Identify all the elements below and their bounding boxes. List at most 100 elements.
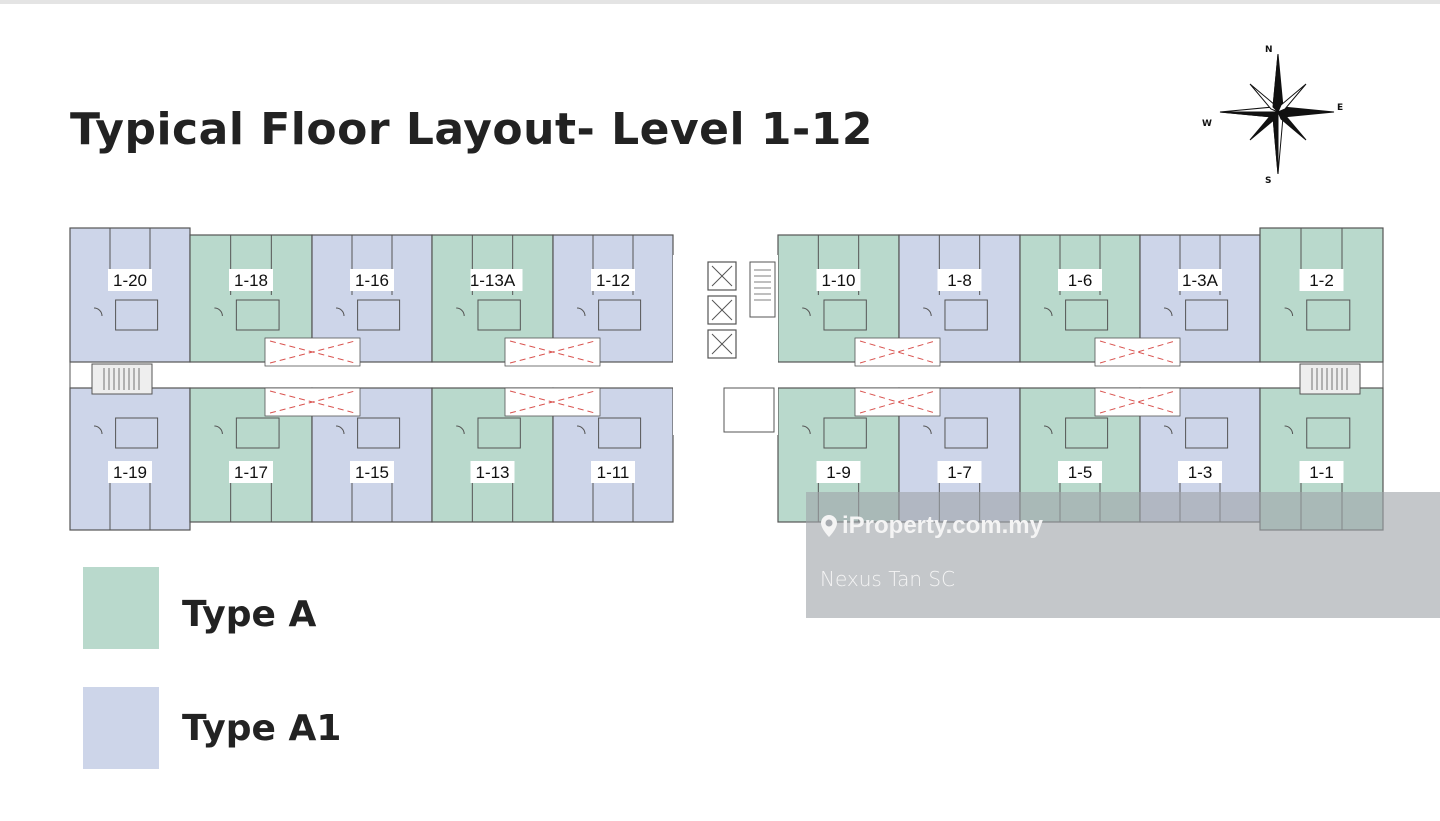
door-swing (802, 425, 811, 435)
unit-label: 1-20 (113, 271, 147, 290)
void-cross (269, 340, 356, 364)
unit-label: 1-18 (234, 271, 268, 290)
door-swing (1163, 425, 1173, 435)
void-cross (509, 390, 596, 414)
legend-swatch-type-a (83, 567, 159, 649)
unit-label: 1-11 (597, 463, 630, 482)
bathroom (1306, 417, 1351, 449)
unit-1-3A: 1-3A (1139, 234, 1261, 363)
bathroom (944, 299, 988, 331)
unit-label-bg (816, 461, 861, 483)
bathroom (598, 299, 642, 331)
void-cross (859, 340, 936, 364)
bathroom (235, 299, 280, 331)
unit-label-bg (350, 269, 394, 291)
door-swing (456, 307, 465, 317)
lift-cross (711, 333, 733, 355)
bathroom (235, 417, 280, 449)
unit-label: 1-17 (234, 463, 268, 482)
unit-1-2: 1-2 (1259, 227, 1384, 363)
legend-label-type-a1: Type A1 (182, 708, 342, 749)
door-swing (576, 307, 586, 317)
void-area (854, 387, 941, 417)
bathroom (357, 417, 401, 449)
door-swing (456, 425, 465, 435)
door-swing (214, 425, 223, 435)
door-swing (923, 307, 932, 317)
door-swing (1043, 425, 1053, 435)
void-cross (269, 390, 356, 414)
door-swing (93, 425, 103, 435)
unit-label-bg (108, 461, 152, 483)
bathroom (477, 417, 521, 449)
door-swing (1284, 425, 1294, 435)
void-cross (859, 390, 936, 414)
unit-area (1259, 227, 1384, 363)
compass-n: N (1265, 45, 1273, 55)
legend-swatch-type-a1 (83, 687, 159, 769)
watermark-brand-text: iProperty.com.my (842, 512, 1043, 539)
bathroom (115, 417, 159, 449)
core-staircase (749, 261, 776, 318)
void-cross (859, 390, 936, 414)
door-swing (923, 425, 932, 435)
void-cross (509, 340, 596, 364)
unit-label: 1-16 (355, 271, 389, 290)
void-area (1094, 387, 1181, 417)
lift-cross (711, 299, 733, 321)
void-cross (1099, 390, 1176, 414)
lift-core (673, 255, 778, 435)
bathroom (1185, 417, 1229, 449)
unit-label-bg (470, 269, 523, 291)
door-swing (1163, 307, 1173, 317)
unit-label-bg (350, 461, 394, 483)
unit-1-13A: 1-13A (431, 234, 554, 363)
unit-label-bg (937, 269, 982, 291)
compass-rose-icon: N S E W (1202, 45, 1343, 186)
bathroom (1065, 417, 1109, 449)
lift-cross (711, 265, 733, 287)
unit-label: 1-10 (821, 271, 855, 290)
unit-label: 1-8 (947, 271, 972, 290)
page-title: Typical Floor Layout- Level 1-12 (70, 104, 873, 155)
bathroom (823, 299, 867, 331)
unit-label: 1-2 (1309, 271, 1334, 290)
compass-e: E (1337, 103, 1343, 113)
unit-label: 1-3 (1188, 463, 1213, 482)
unit-label-bg (108, 269, 152, 291)
unit-label-bg (229, 461, 273, 483)
unit-label: 1-1 (1309, 463, 1334, 482)
unit-label-bg (937, 461, 982, 483)
void-cross (1099, 390, 1176, 414)
top-border (0, 0, 1440, 4)
unit-label-bg (1178, 269, 1222, 291)
bathroom (1185, 299, 1229, 331)
unit-label-bg (470, 461, 515, 483)
legend-label-type-a: Type A (182, 594, 317, 635)
location-pin-icon (821, 515, 837, 537)
unit-label: 1-15 (355, 463, 389, 482)
unit-area (69, 227, 191, 363)
door-swing (802, 307, 811, 317)
bathroom (477, 299, 521, 331)
unit-label-bg (1058, 461, 1102, 483)
bathroom (823, 417, 867, 449)
door-swing (335, 425, 345, 435)
unit-area (189, 387, 313, 523)
bathroom (944, 417, 988, 449)
void-area (854, 337, 941, 367)
unit-area (69, 387, 191, 531)
unit-label: 1-19 (113, 463, 147, 482)
compass-w: W (1202, 119, 1212, 129)
door-swing (576, 425, 586, 435)
unit-label: 1-5 (1068, 463, 1093, 482)
unit-label-bg (591, 461, 635, 483)
unit-1-17: 1-17 (189, 387, 313, 523)
bathroom (1065, 299, 1109, 331)
staircase (1299, 363, 1361, 395)
door-swing (93, 307, 103, 317)
unit-label-bg (591, 269, 635, 291)
unit-label: 1-7 (947, 463, 972, 482)
unit-label: 1-12 (596, 271, 630, 290)
unit-label-bg (229, 269, 273, 291)
